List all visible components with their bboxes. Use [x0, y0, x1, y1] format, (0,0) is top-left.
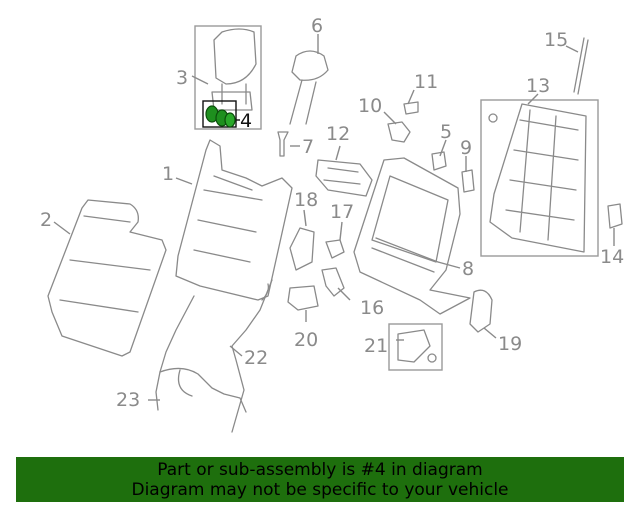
part-20-plate[interactable]: [287, 285, 319, 311]
part-13-back-board[interactable]: [489, 103, 587, 253]
part-18-bracket[interactable]: [289, 227, 315, 271]
callout-15: 15: [544, 29, 568, 51]
callout-22: 22: [244, 347, 268, 369]
part-9-bracket[interactable]: [461, 169, 475, 193]
part-19-cover[interactable]: [469, 289, 493, 333]
part-17-hinge[interactable]: [325, 239, 345, 259]
callout-7: 7: [302, 136, 314, 158]
part-4-highlight-box: [202, 100, 237, 128]
callout-17: 17: [330, 201, 354, 223]
part-8-seatback-frame[interactable]: [353, 157, 471, 315]
part-13-box: [480, 99, 599, 257]
part-10-bracket[interactable]: [387, 121, 411, 143]
callout-19: 19: [498, 333, 522, 355]
banner-line-2: Diagram may not be specific to your vehi…: [131, 480, 509, 500]
part-2-cushion[interactable]: [47, 199, 167, 357]
callout-11: 11: [414, 71, 438, 93]
callout-21: 21: [364, 335, 388, 357]
part-15-rod[interactable]: [573, 37, 589, 95]
part-21-box: [388, 323, 443, 371]
part-12-latch[interactable]: [315, 159, 373, 197]
part-1-seatback-cover[interactable]: [175, 139, 293, 301]
part-4-guide[interactable]: [205, 105, 236, 128]
callout-9: 9: [460, 137, 472, 159]
parts-diagram: 1 2 3 4 5 6 7 8 9 10 11 12 13 14 15 16 1…: [40, 15, 624, 433]
callout-23: 23: [116, 389, 140, 411]
callout-8: 8: [462, 258, 474, 280]
part-6-headrest[interactable]: [289, 50, 329, 125]
banner-line-1: Part or sub-assembly is #4 in diagram: [157, 460, 483, 480]
callout-3: 3: [176, 67, 188, 89]
callout-18: 18: [294, 189, 318, 211]
callout-6: 6: [311, 15, 323, 37]
callout-4: 4: [240, 110, 252, 132]
leader-lines: [53, 34, 615, 401]
callout-20: 20: [294, 329, 318, 351]
part-14-pad[interactable]: [607, 203, 623, 229]
callout-5: 5: [440, 121, 452, 143]
info-banner: Part or sub-assembly is #4 in diagram Di…: [16, 457, 624, 502]
part-23-cable[interactable]: [155, 295, 247, 413]
part-5-bracket[interactable]: [431, 151, 447, 171]
callout-2: 2: [40, 209, 52, 231]
part-22-cable[interactable]: [231, 279, 273, 433]
callout-1: 1: [162, 163, 174, 185]
part-7-pin[interactable]: [277, 131, 289, 157]
part-13-screw[interactable]: [488, 113, 498, 123]
callout-16: 16: [360, 297, 384, 319]
callout-12: 12: [326, 123, 350, 145]
callout-10: 10: [358, 95, 382, 117]
part-21-hardware[interactable]: [397, 329, 437, 363]
part-3-headrest-assembly[interactable]: [211, 28, 257, 111]
part-11-clip[interactable]: [403, 101, 419, 115]
callout-13: 13: [526, 75, 550, 97]
callout-14: 14: [600, 246, 624, 268]
part-16-fitting[interactable]: [321, 267, 345, 297]
